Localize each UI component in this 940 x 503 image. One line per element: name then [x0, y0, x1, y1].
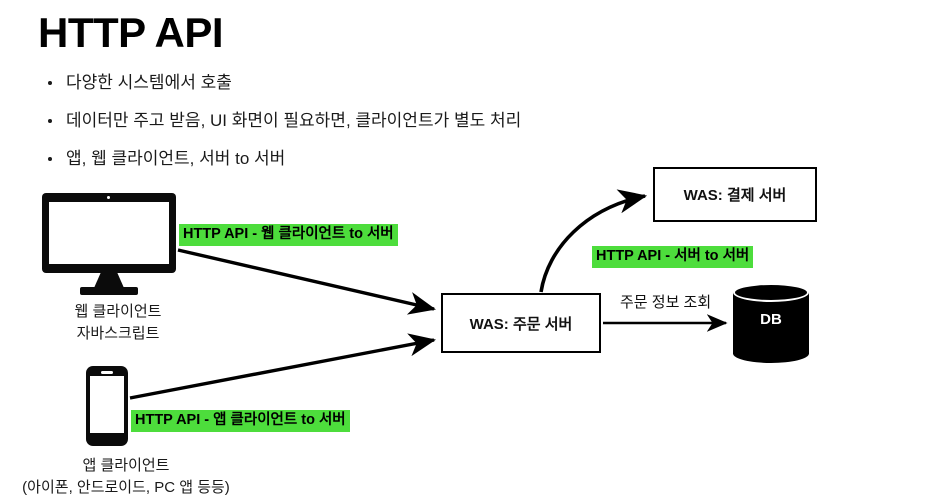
phone-screen	[90, 376, 124, 433]
edge-label-web-to-server: HTTP API - 웹 클라이언트 to 서버	[179, 224, 398, 247]
bullet-item: 데이터만 주고 받음, UI 화면이 필요하면, 클라이언트가 별도 처리	[44, 110, 904, 133]
order-server-box: WAS: 주문 서버	[441, 293, 601, 353]
monitor-stand-base	[80, 287, 138, 295]
monitor-icon	[42, 193, 176, 295]
phone-speaker-icon	[101, 371, 113, 374]
bullet-item: 다양한 시스템에서 호출	[44, 72, 904, 95]
bullet-list: 다양한 시스템에서 호출 데이터만 주고 받음, UI 화면이 필요하면, 클라…	[44, 72, 904, 186]
payment-server-box: WAS: 결제 서버	[653, 167, 817, 222]
database-cylinder-icon: DB	[733, 283, 809, 363]
bullet-dot-icon	[48, 81, 52, 85]
edge-label-server-to-server: HTTP API - 서버 to 서버	[592, 246, 754, 269]
monitor-screen	[49, 202, 169, 264]
bullet-text: 데이터만 주고 받음, UI 화면이 필요하면, 클라이언트가 별도 처리	[66, 110, 522, 130]
db-label: DB	[760, 311, 782, 328]
bullet-text: 앱, 웹 클라이언트, 서버 to 서버	[66, 148, 286, 168]
page-title: HTTP API	[38, 9, 224, 56]
arrow-app-to-order	[129, 333, 437, 400]
order-server-label: WAS: 주문 서버	[469, 315, 573, 333]
app-client-caption-line2: (아이폰, 안드로이드, PC 앱 등등)	[22, 478, 230, 496]
db-bottom-ellipse	[733, 344, 809, 363]
edge-label-app-to-server: HTTP API - 앱 클라이언트 to 서버	[131, 410, 350, 433]
app-client-caption-line1: 앱 클라이언트	[82, 457, 170, 474]
arrow-order-to-payment	[539, 189, 648, 293]
db-barrel	[733, 292, 809, 354]
monitor-camera-dot	[107, 196, 110, 199]
bullet-text: 다양한 시스템에서 호출	[66, 73, 232, 92]
bullet-item: 앱, 웹 클라이언트, 서버 to 서버	[44, 148, 904, 171]
payment-server-label: WAS: 결제 서버	[683, 187, 787, 204]
app-client-caption: 앱 클라이언트 (아이폰, 안드로이드, PC 앱 등등)	[0, 455, 252, 499]
monitor-stand-neck	[94, 273, 124, 288]
bullet-dot-icon	[48, 156, 52, 161]
edge-label-order-to-db: 주문 정보 조회	[620, 294, 712, 311]
bullet-dot-icon	[48, 118, 52, 123]
web-client-caption: 웹 클라이언트 자바스크립트	[18, 301, 218, 345]
web-client-caption-line2: 자바스크립트	[76, 324, 160, 342]
smartphone-icon	[86, 366, 128, 446]
db-top-ellipse	[733, 283, 809, 302]
web-client-caption-line1: 웹 클라이언트	[74, 303, 162, 320]
